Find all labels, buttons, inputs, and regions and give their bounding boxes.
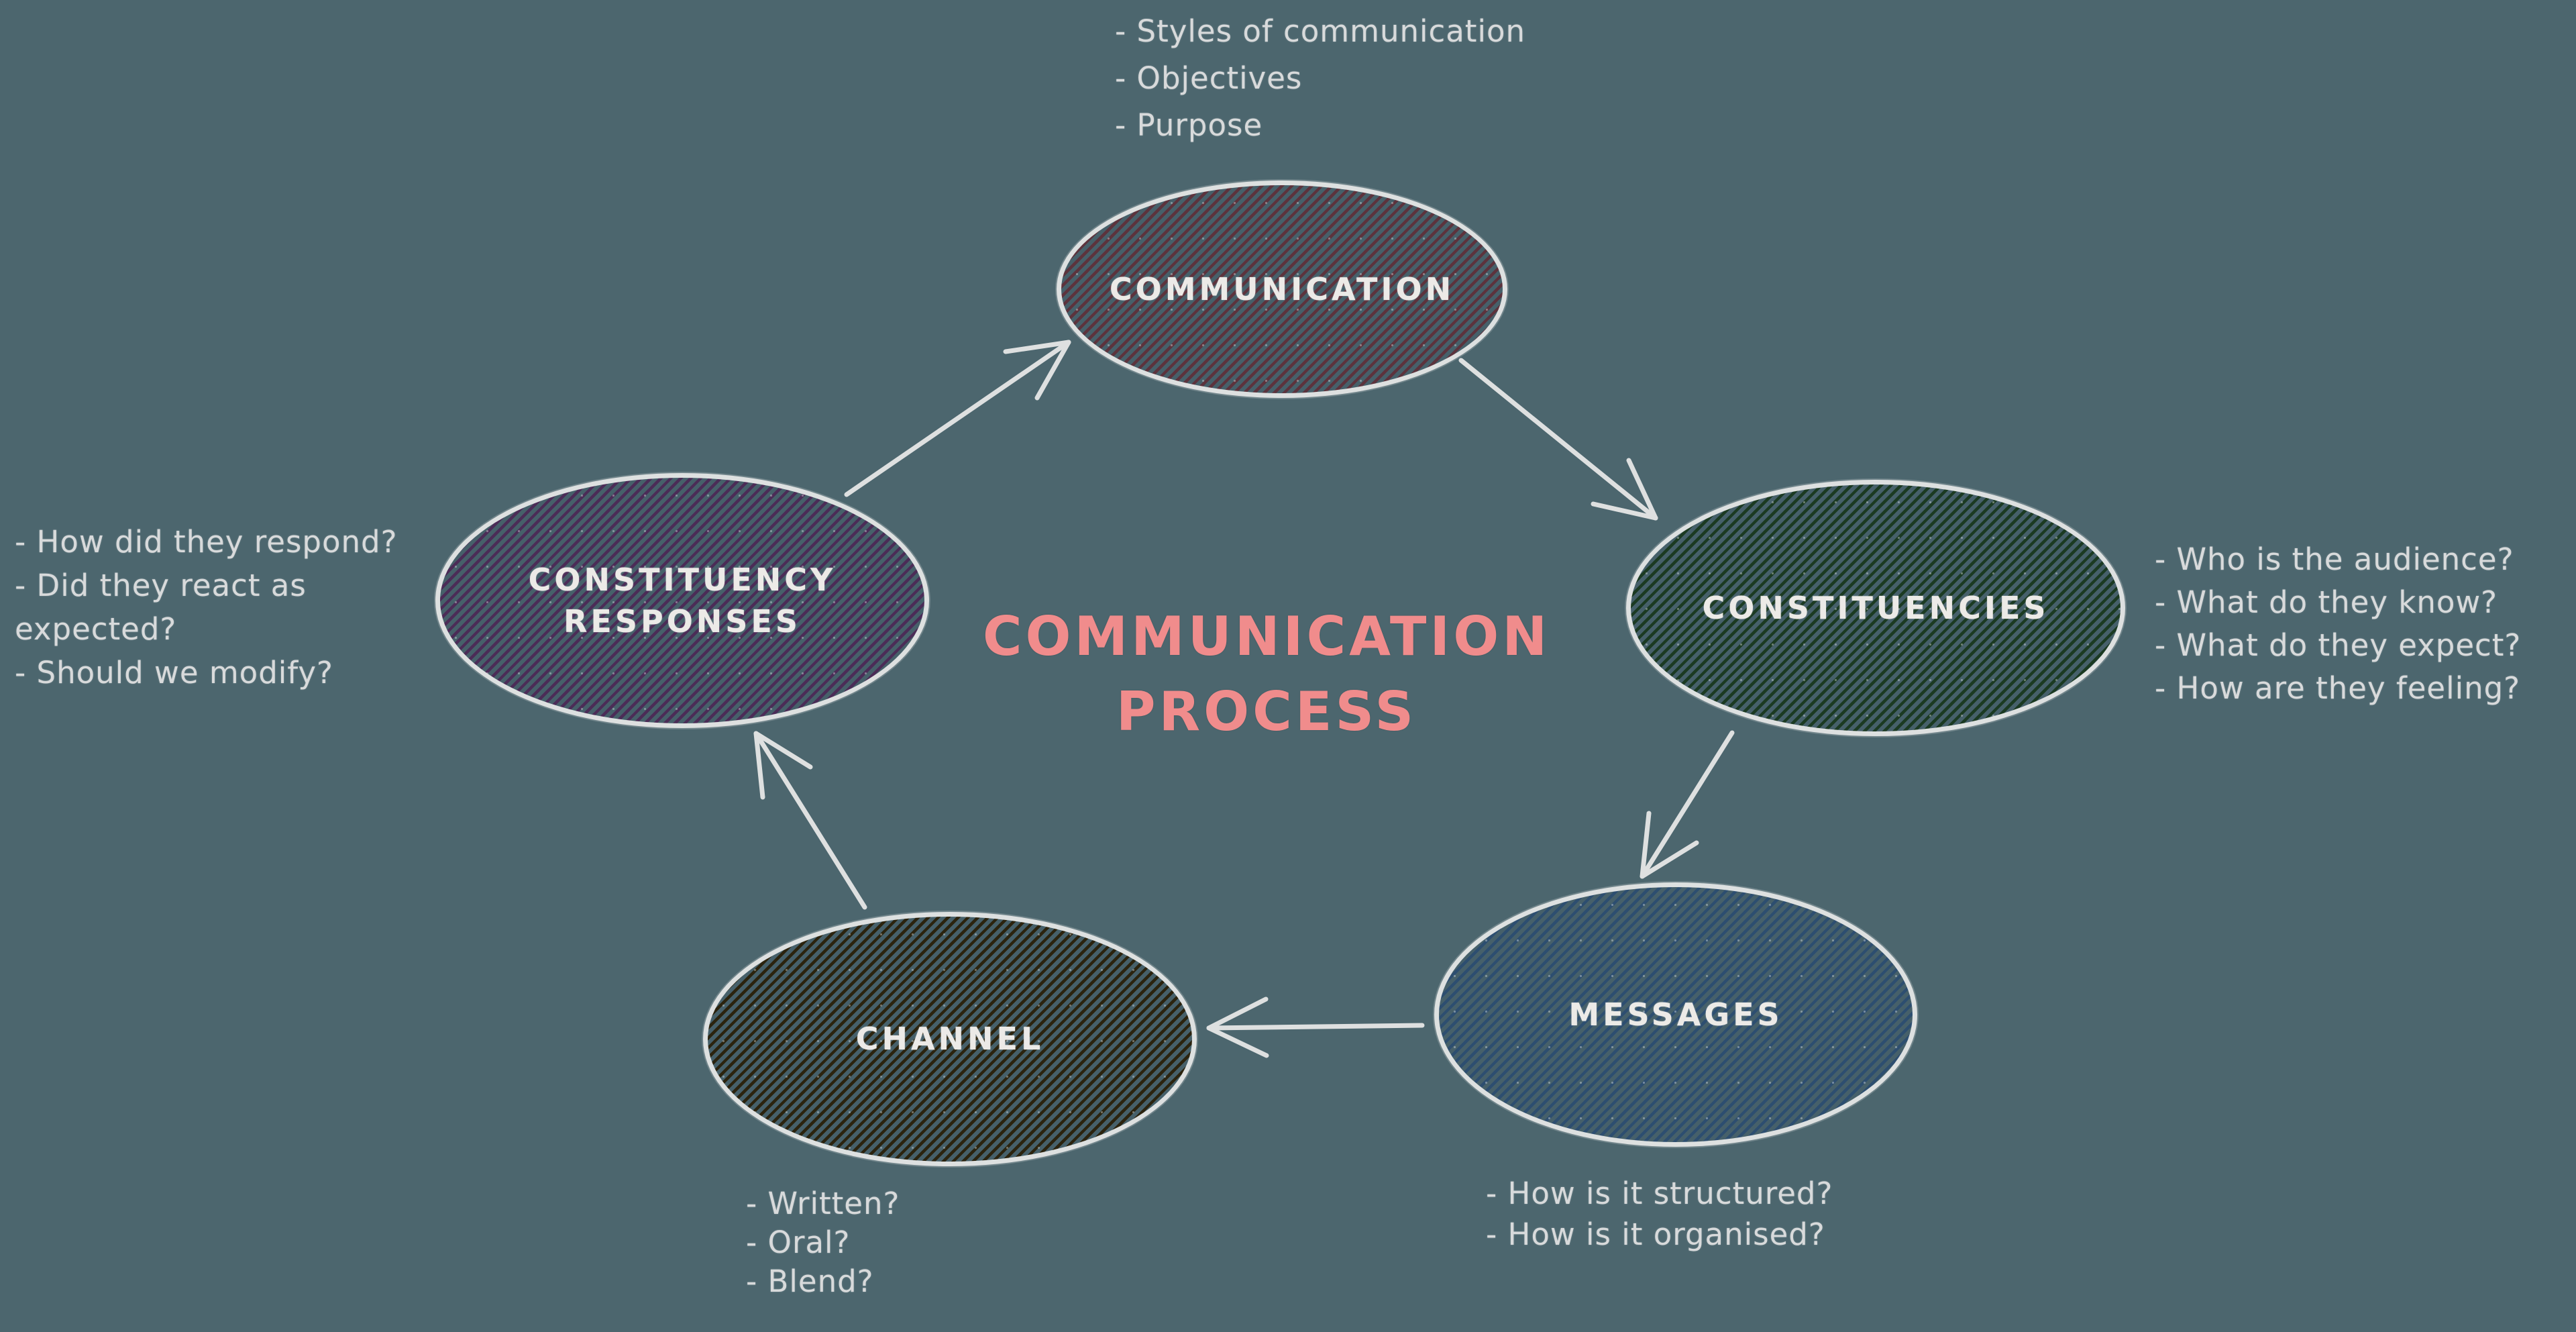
diagram-title: COMMUNICATION PROCESS <box>938 599 1595 750</box>
node-constituency-responses-label: CONSTITUENCY RESPONSES <box>528 561 837 639</box>
arrow-constituency-responses-to-communication <box>844 340 1071 497</box>
note-line: - Styles of communication <box>1115 13 1525 49</box>
note-line: - How are they feeling? <box>2155 670 2521 706</box>
note-line: - How did they respond? <box>15 524 398 560</box>
arrow-channel-to-constituency-responses <box>753 731 867 910</box>
note-line: - How is it organised? <box>1486 1217 1825 1252</box>
diagram-title-line2: PROCESS <box>1116 680 1417 743</box>
notes-constituencies: - Who is the audience? - What do they kno… <box>2155 538 2521 710</box>
node-messages-label: MESSAGES <box>1568 996 1783 1033</box>
node-communication: COMMUNICATION <box>1057 181 1507 398</box>
arrow-communication-to-constituencies <box>1458 358 1658 521</box>
note-line: - Written? <box>746 1186 900 1221</box>
note-line: - What do they know? <box>2155 584 2498 620</box>
notes-constituency-responses: - How did they respond? - Did they react … <box>15 520 397 695</box>
node-constituencies: CONSTITUENCIES <box>1626 480 2125 736</box>
node-channel: CHANNEL <box>703 912 1197 1166</box>
note-line: - Blend? <box>746 1264 874 1299</box>
node-constituencies-label: CONSTITUENCIES <box>1702 589 2049 626</box>
note-line: expected? <box>15 611 177 647</box>
note-line: - Purpose <box>1115 107 1263 143</box>
note-line: - Did they react as <box>15 568 307 603</box>
notes-messages: - How is it structured? - How is it organ… <box>1486 1173 1833 1255</box>
note-line: - Should we modify? <box>15 655 333 690</box>
node-messages: MESSAGES <box>1434 882 1917 1147</box>
node-communication-label: COMMUNICATION <box>1109 270 1455 307</box>
note-line: - Objectives <box>1115 60 1303 96</box>
arrow-messages-to-channel <box>1206 996 1425 1058</box>
note-line: - Who is the audience? <box>2155 542 2514 577</box>
node-channel-label: CHANNEL <box>855 1021 1044 1058</box>
note-line: - What do they expect? <box>2155 627 2522 663</box>
notes-channel: - Written? - Oral? - Blend? <box>746 1184 900 1301</box>
notes-communication: - Styles of communication - Objectives - P… <box>1115 8 1525 149</box>
diagram-title-line1: COMMUNICATION <box>982 605 1551 668</box>
note-line: - Oral? <box>746 1225 851 1260</box>
arrow-constituencies-to-messages <box>1640 730 1735 879</box>
note-line: - How is it structured? <box>1486 1176 1833 1211</box>
node-constituency-responses: CONSTITUENCY RESPONSES <box>435 473 929 728</box>
